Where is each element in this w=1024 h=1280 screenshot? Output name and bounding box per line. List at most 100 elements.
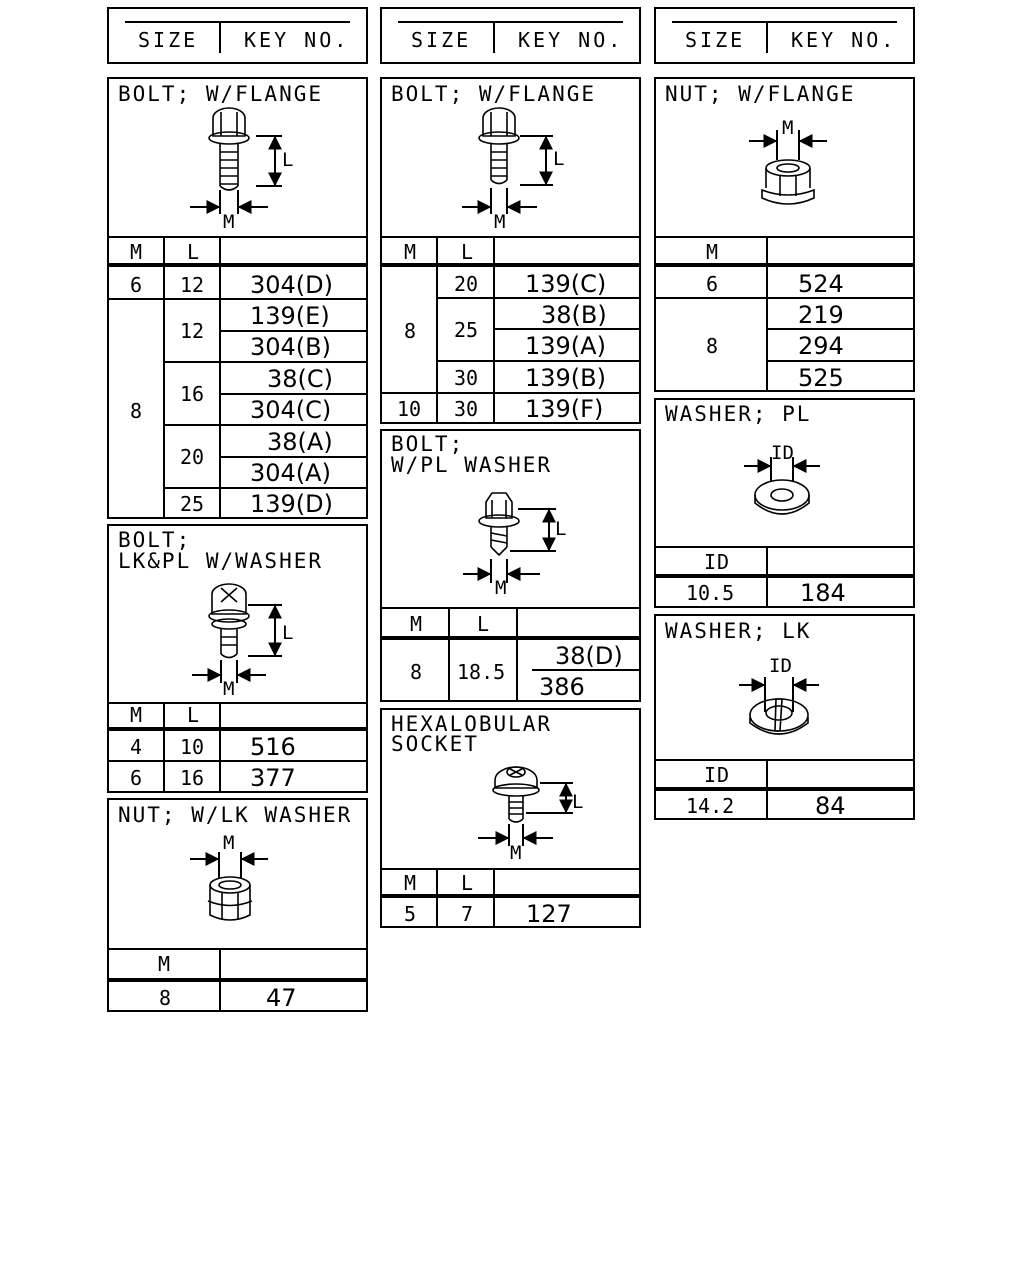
table-cell-key: 377 [250, 764, 296, 792]
pl-washer-bolt-drawing [478, 492, 520, 557]
table-cell-key: 139(D) [250, 490, 333, 518]
flange-bolt-drawing [478, 107, 520, 185]
table-cell-m: 8 [404, 319, 416, 343]
panel-title-line2: SOCKET [391, 732, 479, 756]
table-cell-key: 184 [800, 579, 846, 607]
col-l-header: L [461, 871, 474, 895]
legend-header-col3: SIZE KEY NO. [654, 7, 915, 64]
dim-m-label: M [223, 832, 234, 854]
dim-id-label: ID [771, 442, 794, 464]
col-m-header: M [404, 240, 417, 264]
table-cell-key: 219 [798, 301, 844, 329]
table-cell-l: 20 [454, 272, 478, 296]
table-cell-l: 12 [180, 273, 204, 297]
col-m-header: M [706, 240, 719, 264]
table-cell-m: 6 [130, 766, 142, 790]
table-cell-key: 139(B) [525, 364, 606, 392]
table-cell-id: 14.2 [686, 794, 734, 818]
table-cell-key: 386 [539, 673, 585, 701]
table-cell-key: 38(C) [267, 365, 333, 393]
dim-l-label: L [553, 148, 564, 170]
dim-id-label: ID [769, 655, 792, 677]
dim-l-label: L [282, 149, 293, 171]
table-cell-m: 8 [130, 399, 142, 423]
table-cell-l: 30 [454, 366, 478, 390]
table-cell-key: 139(A) [525, 332, 606, 360]
table-cell-key: 304(A) [250, 459, 331, 487]
size-label: SIZE [138, 28, 198, 52]
panel-title: NUT; W/FLANGE [665, 82, 855, 106]
table-cell-m: 4 [130, 735, 142, 759]
key-no-label: KEY NO. [518, 28, 623, 52]
panel-bolt-w-flange-2: BOLT; W/FLANGE L M M L [380, 77, 641, 424]
col-m-header: M [130, 703, 143, 727]
lk-washer-nut-drawing [207, 876, 253, 921]
key-no-label: KEY NO. [791, 28, 896, 52]
table-cell-l: 10 [180, 735, 204, 759]
table-cell-key: 304(D) [250, 271, 333, 299]
table-cell-m: 6 [130, 273, 142, 297]
table-cell-l: 20 [180, 445, 204, 469]
dim-m-label: M [782, 117, 793, 139]
col-m-header: M [158, 952, 171, 976]
panel-washer-pl: WASHER; PL ID ID 10.5 184 [654, 398, 915, 608]
lock-washer-drawing [749, 698, 809, 735]
table-cell-l: 18.5 [457, 660, 505, 684]
dim-m-label: M [223, 678, 234, 700]
dim-m-label: M [510, 842, 521, 864]
table-cell-key: 516 [250, 733, 296, 761]
panel-washer-lk: WASHER; LK ID ID 14.2 84 [654, 614, 915, 820]
table-cell-key: 525 [798, 364, 844, 392]
dim-m-label: M [495, 577, 506, 599]
table-cell-l: 25 [180, 492, 204, 516]
table-cell-key: 139(C) [525, 270, 606, 298]
col-m-header: M [404, 871, 417, 895]
table-cell-key: 38(A) [267, 428, 333, 456]
panel-bolt-lk-pl-washer: BOLT; LK&PL W/WASHER L M M L 4 [107, 524, 368, 793]
col-m-header: M [410, 612, 423, 636]
table-cell-l: 25 [454, 318, 478, 342]
legend-header-col2: SIZE KEY NO. [380, 7, 641, 64]
col-id-header: ID [704, 550, 730, 574]
panel-title: WASHER; PL [665, 402, 811, 426]
dim-m-label: M [494, 211, 505, 233]
flange-nut-drawing [761, 159, 815, 205]
table-cell-key: 38(D) [555, 642, 623, 670]
panel-title: BOLT; [391, 432, 464, 456]
table-cell-m: 8 [706, 334, 718, 358]
panel-bolt-pl-washer: BOLT; W/PL WASHER L M M L 8 18.5 [380, 429, 641, 702]
table-cell-key: 38(B) [541, 301, 607, 329]
panel-title: WASHER; LK [665, 619, 811, 643]
col-m-header: M [130, 240, 143, 264]
lk-pl-bolt-drawing [208, 583, 250, 659]
dim-l-label: L [572, 791, 583, 813]
panel-title: BOLT; [118, 528, 191, 552]
col-id-header: ID [704, 763, 730, 787]
table-cell-key: 139(E) [250, 302, 330, 330]
panel-title: BOLT; W/FLANGE [391, 82, 596, 106]
table-cell-id: 10.5 [686, 581, 734, 605]
table-cell-l: 16 [180, 766, 204, 790]
table-cell-m: 5 [404, 902, 416, 926]
table-cell-key: 294 [798, 332, 844, 360]
panel-hexalobular-socket: HEXALOBULAR SOCKET L M M L 5 7 [380, 708, 641, 928]
dim-l-label: L [555, 518, 566, 540]
col-l-header: L [477, 612, 490, 636]
dim-m-label: M [223, 211, 234, 233]
dim-l-label: L [282, 622, 293, 644]
col-l-header: L [187, 240, 200, 264]
table-cell-key: 127 [526, 900, 572, 928]
table-cell-m: 10 [397, 397, 421, 421]
panel-nut-lk-washer: NUT; W/LK WASHER M M 8 47 [107, 798, 368, 1012]
table-cell-m: 6 [706, 272, 718, 296]
table-cell-key: 47 [266, 984, 297, 1012]
panel-title-line2: LK&PL W/WASHER [118, 549, 323, 573]
table-cell-m: 8 [159, 986, 171, 1010]
col-l-header: L [461, 240, 474, 264]
table-cell-l: 7 [461, 902, 473, 926]
table-cell-key: 139(F) [525, 395, 603, 423]
panel-title: NUT; W/LK WASHER [118, 803, 352, 827]
hexalobular-screw-drawing [492, 766, 540, 823]
legend-header-col1: SIZE KEY NO. [107, 7, 368, 64]
table-cell-key: 304(C) [250, 396, 331, 424]
